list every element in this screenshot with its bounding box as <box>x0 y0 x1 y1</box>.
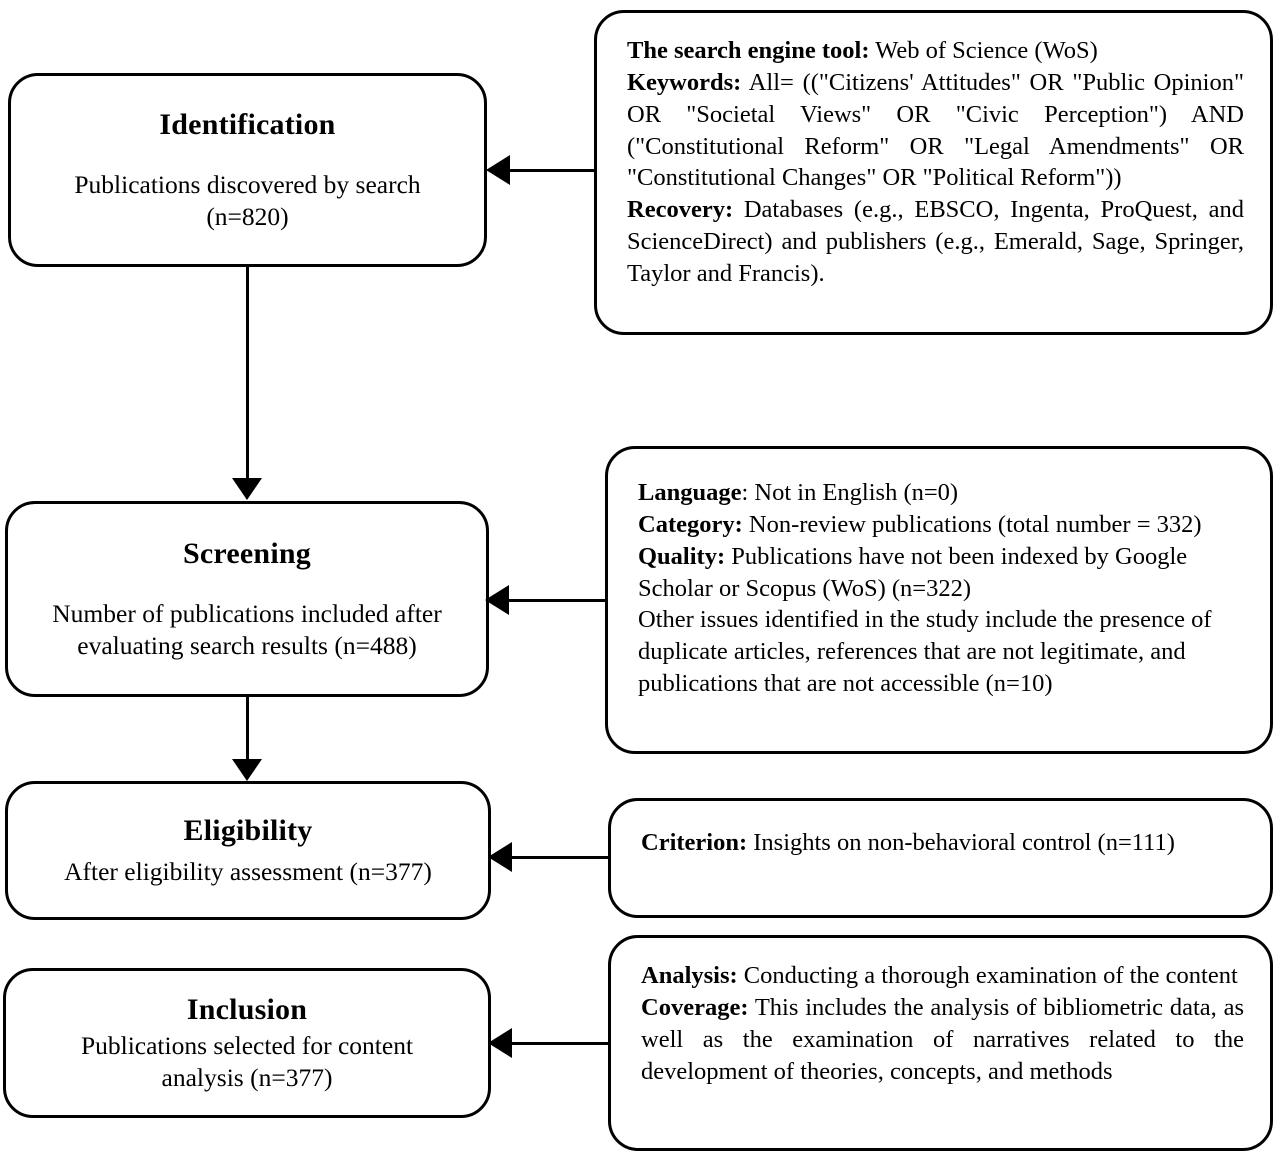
arrowhead-identification-to-screening <box>232 478 262 500</box>
stage-subtitle-inclusion-line1: Publications selected for content <box>80 1030 414 1060</box>
detail-text: Conducting a thorough examination of the… <box>737 962 1238 989</box>
stage-title-identification: Identification <box>159 108 336 142</box>
stage-box-eligibility: Eligibility After eligibility assessment… <box>5 781 491 920</box>
detail-label: Keywords: <box>627 68 742 96</box>
detail-entry: Recovery: Databases (e.g., EBSCO, Ingent… <box>627 194 1244 290</box>
connector-screening-detail <box>508 599 607 602</box>
arrowhead-identification-detail <box>486 155 510 185</box>
detail-entry: Other issues identified in the study inc… <box>638 604 1244 700</box>
connector-identification-detail <box>509 169 597 172</box>
detail-label: Coverage: <box>641 993 749 1021</box>
stage-title-inclusion: Inclusion <box>186 993 308 1027</box>
stage-box-identification: Identification Publications discovered b… <box>8 73 487 267</box>
detail-text: Non-review publications (total number = … <box>742 510 1202 538</box>
stage-subtitle-inclusion-line2: analysis (n=377) <box>161 1062 333 1092</box>
detail-box-eligibility: Criterion: Insights on non-behavioral co… <box>608 798 1273 918</box>
connector-screening-to-eligibility <box>246 695 249 761</box>
detail-label: Category: <box>638 510 743 538</box>
stage-subtitle-screening-line2: evaluating search results (n=488) <box>77 630 417 660</box>
stage-subtitle-screening-line1: Number of publications included after <box>52 598 442 628</box>
stage-title-eligibility: Eligibility <box>183 813 313 847</box>
detail-text: Databases (e.g., EBSCO, Ingenta, ProQues… <box>627 196 1244 287</box>
connector-identification-to-screening <box>246 265 249 480</box>
detail-entry: The search engine tool: Web of Science (… <box>627 35 1244 67</box>
detail-box-screening: Language: Not in English (n=0) Category:… <box>605 446 1273 754</box>
arrowhead-eligibility-detail <box>488 842 512 872</box>
detail-entry: Coverage: This includes the analysis of … <box>641 992 1244 1088</box>
detail-text: Insights on non-behavioral control (n=11… <box>747 829 1175 856</box>
detail-text: : Not in English (n=0) <box>741 479 959 506</box>
arrowhead-inclusion-detail <box>488 1028 512 1058</box>
arrowhead-screening-detail <box>485 585 509 615</box>
detail-box-identification: The search engine tool: Web of Science (… <box>594 10 1273 335</box>
detail-entry: Category: Non-review publications (total… <box>638 509 1244 541</box>
detail-label: Language <box>638 479 742 506</box>
detail-entry: Quality: Publications have not been inde… <box>638 541 1244 605</box>
detail-entry: Keywords: All= (("Citizens' Attitudes" O… <box>627 67 1244 194</box>
detail-text: Other issues identified in the study inc… <box>638 606 1212 698</box>
connector-eligibility-detail <box>511 856 610 859</box>
stage-title-screening: Screening <box>183 537 311 571</box>
stage-subtitle-eligibility-line1: After eligibility assessment (n=377) <box>64 857 432 887</box>
detail-label: Criterion: <box>641 829 748 856</box>
arrowhead-screening-to-eligibility <box>232 759 262 781</box>
stage-box-screening: Screening Number of publications include… <box>5 501 489 697</box>
stage-box-inclusion: Inclusion Publications selected for cont… <box>3 968 491 1118</box>
detail-label: Quality: <box>638 542 726 570</box>
detail-entry: Criterion: Insights on non-behavioral co… <box>641 827 1244 859</box>
detail-box-inclusion: Analysis: Conducting a thorough examinat… <box>608 935 1273 1151</box>
detail-text: Web of Science (WoS) <box>869 37 1098 64</box>
detail-entry: Language: Not in English (n=0) <box>638 477 1244 509</box>
detail-label: Recovery: <box>627 196 734 224</box>
detail-text: Publications have not been indexed by Go… <box>638 542 1188 602</box>
connector-inclusion-detail <box>511 1042 610 1045</box>
detail-entry: Analysis: Conducting a thorough examinat… <box>641 960 1244 992</box>
stage-subtitle-identification-line2: (n=820) <box>206 201 289 231</box>
detail-text: All= (("Citizens' Attitudes" OR "Public … <box>627 68 1244 192</box>
detail-text: This includes the analysis of bibliometr… <box>641 993 1244 1085</box>
stage-subtitle-identification-line1: Publications discovered by search <box>74 169 421 199</box>
detail-label: The search engine tool: <box>627 37 870 64</box>
detail-label: Analysis: <box>641 962 738 989</box>
